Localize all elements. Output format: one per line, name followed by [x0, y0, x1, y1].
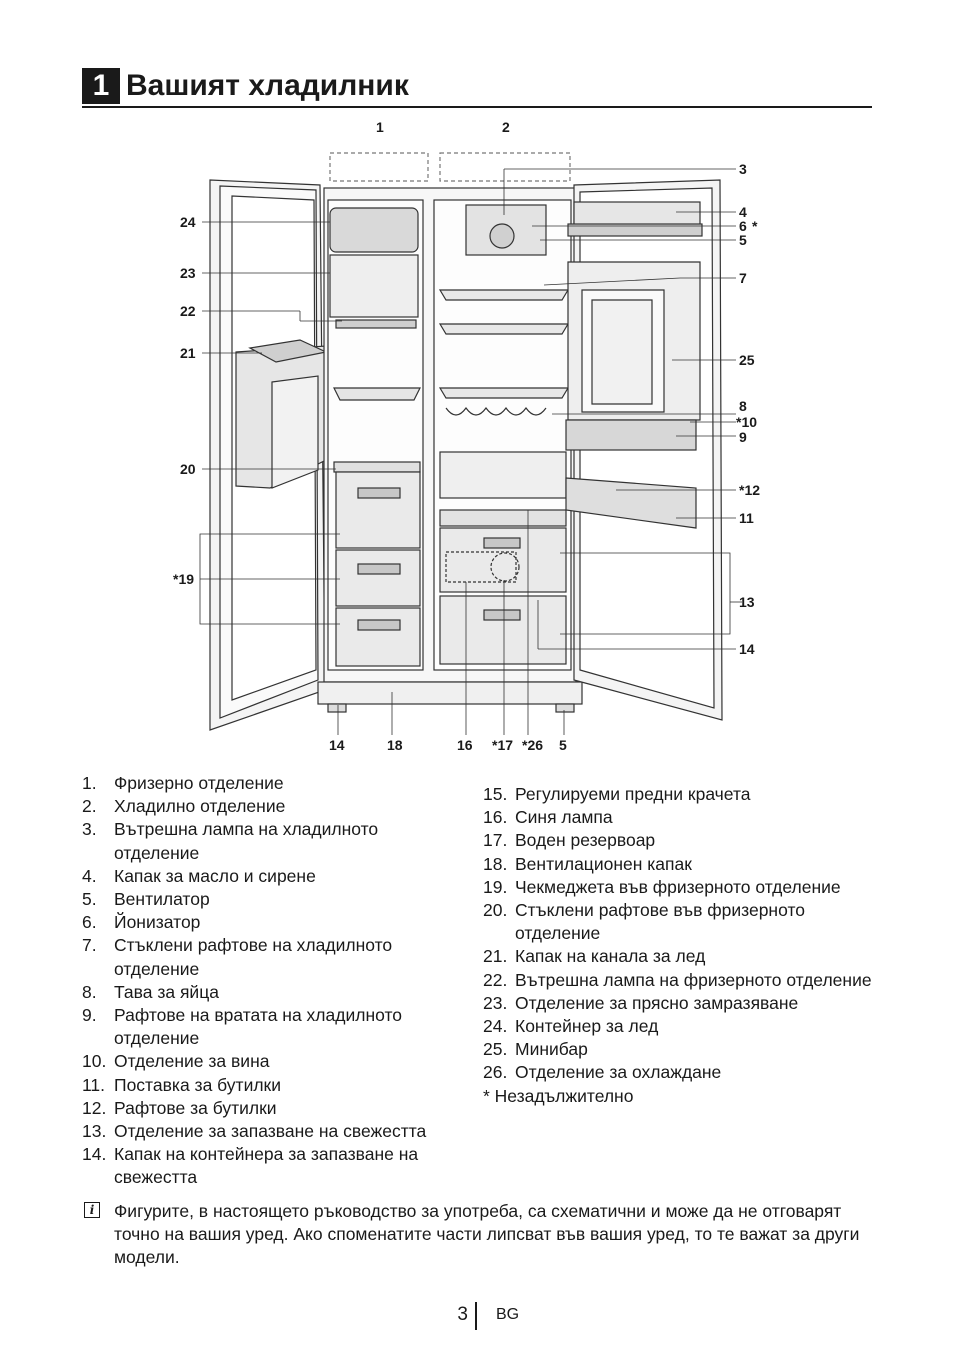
callout-label: 14 — [739, 641, 755, 657]
list-item: 15.Регулируеми предни крачета — [483, 784, 751, 804]
list-item: 11.Поставка за бутилки — [82, 1074, 281, 1095]
callout-label: 25 — [739, 352, 755, 368]
callout-label: 8 — [739, 398, 747, 414]
list-item: 24.Контейнер за лед — [483, 1016, 659, 1037]
list-item: 17.Воден резервоар — [483, 830, 656, 851]
list-item: 4.Капак за масло и сирене — [82, 865, 316, 886]
list-item: 18.Вентилационен капак — [483, 853, 692, 874]
list-item: 14.Капак на контейнера за запазване на с… — [82, 1144, 419, 1188]
callout-label: 7 — [739, 270, 747, 286]
footer-divider — [475, 1302, 477, 1330]
callout-label: 24 — [180, 214, 196, 230]
callout-label: 22 — [180, 303, 196, 319]
list-item: 16.Синя лампа — [483, 807, 613, 828]
callout-label: 3 — [739, 161, 747, 177]
callout-label: 2 — [502, 119, 510, 135]
list-item: 21.Капак на канала за лед — [483, 946, 706, 967]
callout-label: *17 — [492, 737, 513, 753]
list-item: 25.Минибар — [483, 1039, 588, 1060]
list-item: 19.Чекмеджета във фризерното отделение — [483, 876, 841, 897]
list-item: 12.Рафтове за бутилки — [82, 1097, 277, 1118]
info-text: Фигурите, в настоящето ръководство за уп… — [114, 1201, 860, 1268]
callout-label: 6 — [739, 218, 747, 234]
page-number: 3 — [457, 1304, 468, 1325]
page-footer: 3 BG — [0, 1302, 954, 1332]
callout-label: 18 — [387, 737, 403, 753]
list-item: 10.Отделение за вина — [82, 1051, 270, 1072]
list-item: 20.Стъклени рафтове във фризерното отдел… — [483, 900, 805, 944]
callout-label: *12 — [739, 482, 760, 498]
list-item: 22.Вътрешна лампа на фризерното отделени… — [483, 969, 872, 990]
list-item: 5.Вентилатор — [82, 889, 210, 910]
list-item: 7.Стъклени рафтове на хладилното отделен… — [82, 935, 393, 979]
callout-label: *26 — [522, 737, 543, 753]
callout-label: 20 — [180, 461, 196, 477]
list-item: 23.Отделение за прясно замразяване — [483, 992, 799, 1013]
callout-label: *10 — [736, 414, 757, 430]
section-heading: 1 Вашият хладилник — [82, 66, 872, 108]
list-item: 26.Отделение за охлаждане — [483, 1062, 722, 1083]
list-item: 2.Хладилно отделение — [82, 796, 286, 817]
list-item: 13.Отделение за запазване на свежестта — [82, 1121, 427, 1142]
list-item: 1.Фризерно отделение — [82, 773, 284, 793]
info-icon: i — [84, 1202, 100, 1218]
list-item: 3.Вътрешна лампа на хладилното отделение — [82, 819, 379, 863]
section-number: 1 — [82, 68, 120, 104]
callout-label: 16 — [457, 737, 473, 753]
callout-label: *19 — [173, 571, 194, 587]
callout-label: 9 — [739, 429, 747, 445]
callout-label: * — [752, 218, 758, 234]
callout-label: 14 — [329, 737, 345, 753]
parts-list-right: 15.Регулируеми предни крачета 16.Синя ла… — [483, 783, 883, 1108]
list-item: 9.Рафтове на вратата на хладилното отдел… — [82, 1005, 403, 1049]
optional-note: * Незадължително — [483, 1085, 634, 1106]
callout-label: 11 — [739, 510, 754, 526]
language-code: BG — [496, 1306, 520, 1323]
refrigerator-diagram: 1 2 24 23 22 21 20 *19 3 4 6 * 5 7 25 8 … — [173, 119, 760, 753]
parts-list-left: 1.Фризерно отделение 2.Хладилно отделени… — [82, 772, 462, 1190]
section-title: Вашият хладилник — [126, 69, 409, 102]
callout-label: 5 — [739, 232, 747, 248]
callout-label: 1 — [376, 119, 384, 135]
callout-label: 23 — [180, 265, 196, 281]
callout-label: 4 — [739, 204, 747, 220]
callout-label: 13 — [739, 594, 755, 610]
callout-label: 21 — [180, 345, 196, 361]
list-item: 6.Йонизатор — [82, 912, 201, 933]
list-item: 8.Тава за яйца — [82, 981, 219, 1002]
callout-label: 5 — [559, 737, 567, 753]
